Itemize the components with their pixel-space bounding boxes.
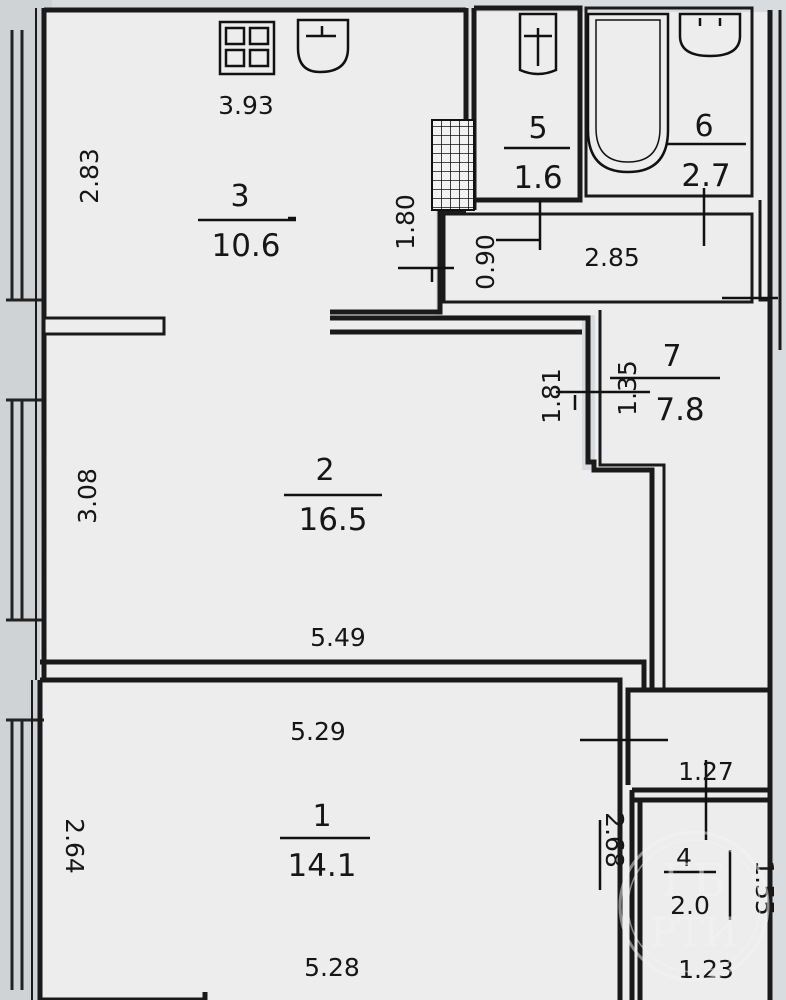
bathtub-icon bbox=[586, 12, 670, 174]
room-6-area: 2.7 bbox=[681, 158, 730, 194]
dimension-lines bbox=[288, 188, 778, 920]
room-1-number: 1 bbox=[312, 799, 331, 834]
room-3-area: 10.6 bbox=[211, 228, 280, 264]
dim-room1-width-top: 5.29 bbox=[290, 717, 346, 746]
toilet-icon bbox=[518, 12, 558, 76]
room-2-number: 2 bbox=[315, 453, 334, 488]
dim-room1-height-right: 2.68 bbox=[600, 812, 629, 868]
dim-room2-width: 5.49 bbox=[310, 623, 366, 652]
room-label-bars bbox=[198, 142, 746, 874]
bath-sink-icon bbox=[678, 12, 742, 58]
walls bbox=[31, 5, 782, 1000]
room-7-area: 7.8 bbox=[655, 392, 704, 428]
dim-room2-height: 3.08 bbox=[73, 468, 102, 524]
room-5-area: 1.6 bbox=[513, 160, 562, 196]
dim-corridor-height: 0.90 bbox=[471, 234, 500, 290]
stove-icon bbox=[218, 20, 276, 76]
dim-room1-height-left: 2.64 bbox=[60, 818, 89, 874]
svg-text:ГБ: ГБ bbox=[662, 853, 726, 907]
floor-wet-zone bbox=[440, 12, 770, 990]
floor-area bbox=[38, 12, 770, 1000]
room-2-area: 16.5 bbox=[298, 502, 367, 538]
room-7-number: 7 bbox=[662, 339, 681, 374]
dim-hall-width: 1.27 bbox=[678, 757, 734, 786]
dim-shaft-height: 1.80 bbox=[391, 194, 420, 250]
dim-corridor-width: 2.85 bbox=[584, 243, 640, 272]
room-4-number: 4 bbox=[676, 843, 692, 872]
windows bbox=[6, 30, 44, 990]
dim-room1-width-bottom: 5.28 bbox=[304, 953, 360, 982]
kitchen-sink-icon bbox=[296, 18, 350, 74]
room-4-area: 2.0 bbox=[670, 891, 710, 920]
ventilation-shaft bbox=[431, 119, 475, 211]
svg-text:РТИ: РТИ bbox=[650, 910, 738, 956]
dim-kitchen-height: 2.83 bbox=[75, 148, 104, 204]
room-1-area: 14.1 bbox=[287, 848, 356, 884]
dim-181: 1.81 bbox=[537, 368, 566, 424]
dim-135: 1.35 bbox=[613, 360, 642, 416]
dim-kitchen-width: 3.93 bbox=[218, 91, 274, 120]
room-6-number: 6 bbox=[694, 109, 713, 144]
watermark-logo: ГБ РТИ bbox=[618, 830, 770, 982]
room-3-number: 3 bbox=[230, 179, 249, 214]
room-5-number: 5 bbox=[528, 111, 547, 146]
